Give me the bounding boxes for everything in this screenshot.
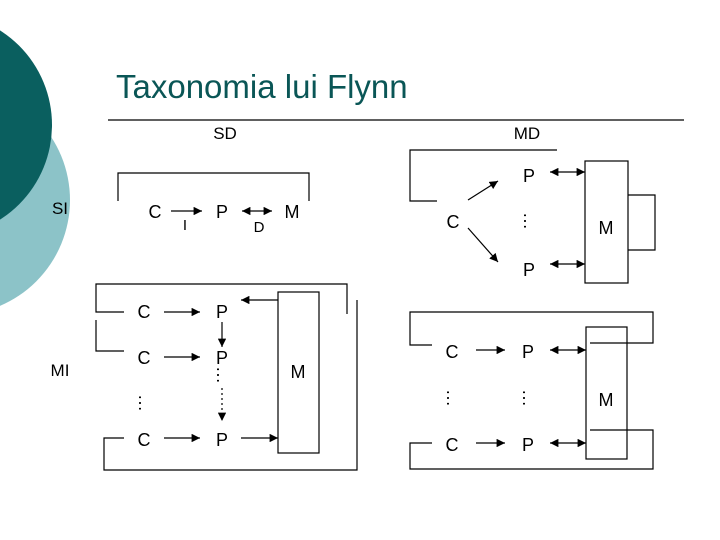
simd-memory-box — [584, 160, 629, 284]
sisd-instruction-label: I — [183, 217, 187, 234]
simd-memory-label: M — [599, 218, 614, 238]
misd-diagram — [95, 283, 358, 471]
mimd-diagram — [409, 311, 654, 470]
decor-circle-dark — [0, 30, 52, 220]
simd-processor-bottom-label: P — [523, 260, 535, 280]
mimd-control-1-label: C — [446, 342, 459, 362]
mimd-memory-box — [585, 326, 628, 460]
misd-processor-2-label: P — [216, 348, 228, 368]
simd-diagram — [409, 149, 656, 284]
sisd-data-label: D — [254, 219, 265, 236]
sisd-processor-label: P — [216, 202, 228, 222]
mimd-control-2-label: C — [446, 435, 459, 455]
misd-control-3-label: C — [138, 430, 151, 450]
mimd-memory-label: M — [599, 390, 614, 410]
simd-control-label: C — [447, 212, 460, 232]
misd-memory-label: M — [291, 362, 306, 382]
misd-processor-1-label: P — [216, 302, 228, 322]
simd-processor-top-label: P — [523, 166, 535, 186]
misd-processor-3-label: P — [216, 430, 228, 450]
sisd-diagram — [117, 172, 310, 216]
misd-ellipsis-p: … — [213, 366, 233, 384]
misd-ellipsis-c: … — [135, 394, 155, 412]
sisd-control-label: C — [149, 202, 162, 222]
mimd-processor-1-label: P — [522, 342, 534, 362]
simd-ellipsis: … — [520, 212, 540, 230]
misd-memory-box — [277, 291, 320, 454]
mimd-ellipsis-c: … — [443, 389, 463, 407]
header-sd: SD — [213, 124, 237, 143]
header-md: MD — [514, 124, 540, 143]
header-si: SI — [52, 199, 68, 218]
header-mi: MI — [51, 361, 70, 380]
sisd-memory-label: M — [285, 202, 300, 222]
misd-control-1-label: C — [138, 302, 151, 322]
mimd-processor-2-label: P — [522, 435, 534, 455]
mimd-ellipsis-p: … — [519, 389, 539, 407]
misd-control-2-label: C — [138, 348, 151, 368]
slide-title: Taxonomia lui Flynn — [116, 68, 408, 105]
